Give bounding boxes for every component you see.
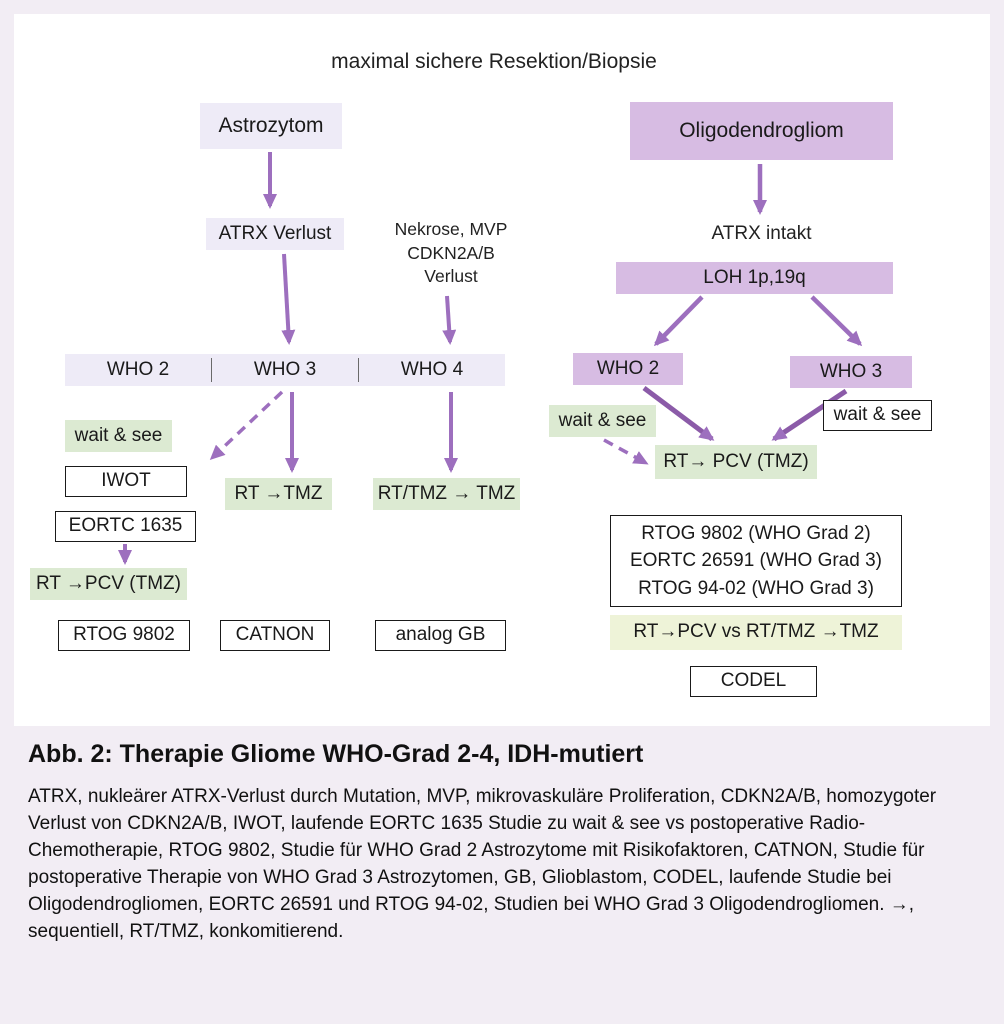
arrow-nekrose-to-who4	[442, 295, 457, 345]
iwot-box: IWOT	[65, 466, 187, 497]
who3-right-box: WHO 3	[790, 356, 912, 388]
nekrose-line2: CDKN2A/B	[407, 242, 495, 263]
diagram-title: maximal sichere Resektion/Biopsie	[331, 50, 657, 73]
who-divider	[358, 358, 359, 382]
flowchart-panel: maximal sichere Resektion/Biopsie Astroz…	[14, 14, 990, 726]
studies-line1: RTOG 9802 (WHO Grad 2)	[641, 522, 871, 544]
wait-and-see-right-green-box: wait & see	[549, 405, 656, 437]
rt-pcv-tmz-left-box: RT →PCV (TMZ)	[30, 568, 187, 600]
oligodendrogliom-header-box: Oligodendrogliom	[630, 102, 893, 160]
atrx-verlust-box: ATRX Verlust	[206, 218, 344, 250]
rtpcv-vs-rttmz-box: RT→PCV vs RT/TMZ →TMZ	[610, 615, 902, 650]
oligo-studies-box: RTOG 9802 (WHO Grad 2) EORTC 26591 (WHO …	[610, 515, 902, 607]
atrx-intakt-label: ATRX intakt	[711, 223, 812, 244]
astrozytom-header-box: Astrozytom	[200, 103, 342, 149]
nekrose-line3: Verlust	[424, 266, 478, 287]
who4-left-label: WHO 4	[400, 359, 464, 380]
arrow-atrx-to-who	[281, 253, 296, 345]
rt-tmz-box: RT →TMZ	[225, 478, 332, 510]
rttmz-tmz-box: RT/TMZ → TMZ	[373, 478, 520, 510]
who-divider	[211, 358, 212, 382]
codel-box: CODEL	[690, 666, 817, 697]
figure-caption-heading: Abb. 2: Therapie Gliome WHO-Grad 2-4, ID…	[28, 740, 644, 768]
figure-caption-body: ATRX, nukleärer ATRX-Verlust durch Mutat…	[28, 786, 937, 942]
who3-left-label: WHO 3	[253, 359, 317, 380]
studies-line2: EORTC 26591 (WHO Grad 3)	[629, 550, 882, 572]
arrow-loh-to-who3	[810, 295, 863, 347]
studies-line3: RTOG 94-02 (WHO Grad 3)	[638, 577, 874, 599]
catnon-box: CATNON	[220, 620, 330, 651]
wait-and-see-right-white-box: wait & see	[823, 400, 932, 431]
nekrose-note: Nekrose, MVP CDKN2A/B Verlust	[386, 218, 516, 289]
arrow-waitsee-to-rtpcv-dashed	[603, 438, 649, 465]
eortc-1635-box: EORTC 1635	[55, 511, 196, 542]
who2-left-label: WHO 2	[106, 359, 170, 380]
who-grade-bar: WHO 2 WHO 3 WHO 4	[65, 354, 505, 386]
arrow-loh-to-who2	[653, 295, 704, 347]
nekrose-line1: Nekrose, MVP	[394, 219, 508, 239]
wait-and-see-left-box: wait & see	[65, 420, 172, 452]
loh-1p19q-box: LOH 1p,19q	[616, 262, 893, 294]
arrow-who3-to-iwot-dashed	[209, 390, 284, 461]
rtog-9802-box: RTOG 9802	[58, 620, 190, 651]
rt-pcv-tmz-right-box: RT→ PCV (TMZ)	[655, 445, 817, 479]
who2-right-box: WHO 2	[573, 353, 683, 385]
analog-gb-box: analog GB	[375, 620, 506, 651]
